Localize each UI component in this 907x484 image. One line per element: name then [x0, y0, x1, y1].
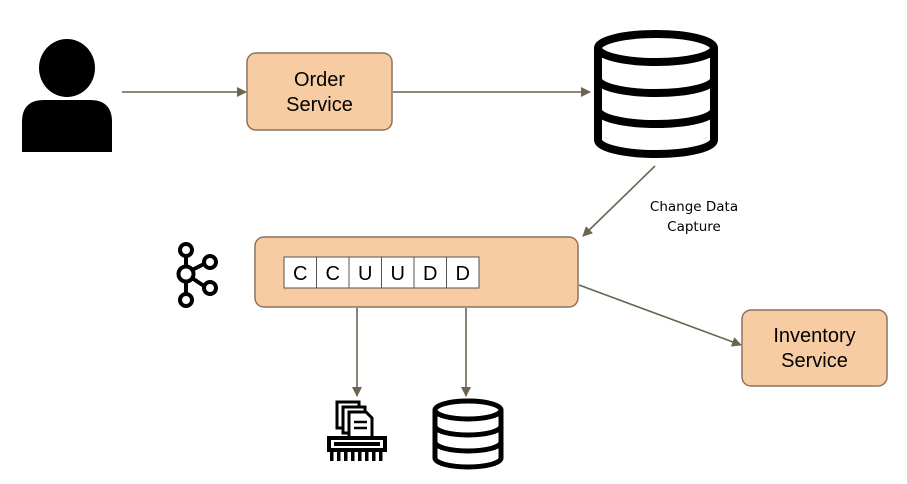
- event-slot-label: D: [456, 263, 470, 285]
- chip-icon: [327, 400, 387, 461]
- event-slot: U: [348, 256, 382, 289]
- inventory-service-label-line1: Inventory: [773, 325, 855, 347]
- order-service-label-line2: Service: [286, 94, 353, 116]
- event-slot-cell: [413, 256, 447, 289]
- event-slot-cell: [316, 256, 350, 289]
- order-service-label-line1: Order: [294, 69, 345, 91]
- event-slot: U: [381, 256, 415, 289]
- inventory-service-box[interactable]: Inventory Service: [741, 309, 888, 387]
- event-slot: C: [283, 256, 317, 289]
- event-slot-label: C: [293, 263, 307, 285]
- event-slot: D: [413, 256, 447, 289]
- event-slot-label: U: [391, 263, 405, 285]
- event-slot-label: U: [358, 263, 372, 285]
- event-slot-cell: [446, 256, 480, 289]
- event-slot-label: C: [326, 263, 340, 285]
- arrow-cdc: [582, 165, 656, 237]
- cdc-label-line2: Capture: [667, 219, 721, 235]
- event-slot: C: [316, 256, 350, 289]
- event-slot-label: D: [423, 263, 437, 285]
- cdc-label-line1: Change Data: [650, 199, 738, 215]
- inventory-service-label-line2: Service: [781, 350, 848, 372]
- event-slot-cell: [283, 256, 317, 289]
- event-slot: D: [446, 256, 480, 289]
- archive-database-icon: [432, 398, 504, 470]
- database-icon: [594, 30, 718, 158]
- kafka-icon: [176, 242, 218, 308]
- event-slot-cell: [348, 256, 382, 289]
- user-icon: [22, 39, 112, 152]
- arrow-event-log-to-inventory: [578, 284, 742, 347]
- order-service-box[interactable]: Order Service: [246, 52, 393, 131]
